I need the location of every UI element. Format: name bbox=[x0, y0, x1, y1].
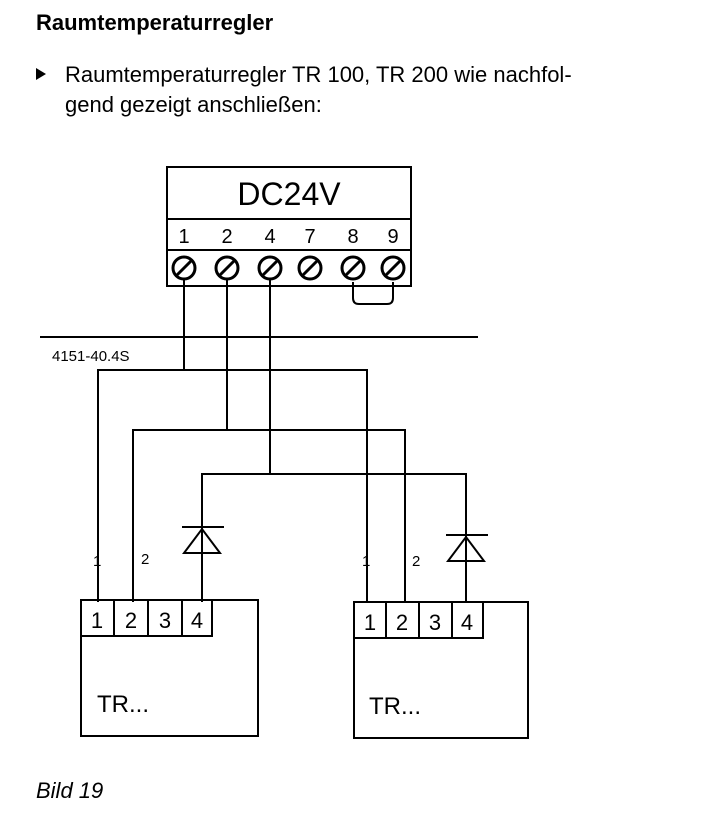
instruction-line-1: Raumtemperaturregler TR 100, TR 200 wie … bbox=[65, 62, 572, 87]
screw-terminal-4-icon bbox=[257, 255, 283, 281]
wire-number-1-tr1: 1 bbox=[93, 553, 101, 570]
wire-terminal-1-to-tr1 bbox=[97, 280, 185, 602]
instruction-text: Raumtemperaturregler TR 100, TR 200 wie … bbox=[65, 60, 680, 120]
diode-2-icon bbox=[446, 535, 486, 562]
figure-caption: Bild 19 bbox=[36, 778, 104, 803]
screw-terminal-1-icon bbox=[171, 255, 197, 281]
bullet-arrow-icon bbox=[36, 68, 46, 80]
supply-terminal-label: 4 bbox=[264, 226, 275, 248]
screw-terminal-8-icon bbox=[340, 255, 366, 281]
screw-terminals bbox=[171, 255, 406, 281]
instruction-line-2: gend gezeigt anschließen: bbox=[65, 92, 322, 117]
thermostat-1-terminal-label: 2 bbox=[125, 608, 137, 633]
supply-unit-box bbox=[166, 166, 412, 287]
diode-1-icon bbox=[182, 527, 222, 554]
wire-number-2-tr2: 2 bbox=[412, 553, 420, 570]
thermostat-2-terminal-label: 3 bbox=[429, 610, 441, 635]
thermostat-1-terminal-label: 3 bbox=[159, 608, 171, 633]
wire-number-2-tr1: 2 bbox=[141, 551, 149, 568]
supply-terminal-label: 9 bbox=[387, 226, 398, 248]
thermostat-2-terminal-label: 1 bbox=[364, 610, 376, 635]
screw-terminal-9-icon bbox=[380, 255, 406, 281]
cable-type-label: 4151-40.4S bbox=[52, 348, 130, 365]
thermostat-1-terminal-strip bbox=[80, 599, 213, 637]
thermostat-1-terminal-label: 4 bbox=[191, 608, 203, 633]
wire-number-1-tr2: 1 bbox=[362, 553, 370, 570]
supply-terminal-label: 7 bbox=[304, 226, 315, 248]
wire-terminal-1-to-tr2 bbox=[184, 369, 368, 602]
wire-terminal-4-to-tr2 bbox=[270, 473, 467, 602]
screw-terminal-2-icon bbox=[214, 255, 240, 281]
wire-terminal-4-to-tr1 bbox=[201, 280, 271, 602]
wire-terminal-2-to-tr1 bbox=[132, 280, 228, 602]
supply-terminal-label: 8 bbox=[347, 226, 358, 248]
thermostat-2-terminal-label: 4 bbox=[461, 610, 473, 635]
supply-voltage-label: DC24V bbox=[237, 176, 341, 212]
supply-terminal-label: 2 bbox=[221, 226, 232, 248]
wire-terminal-2-to-tr2 bbox=[227, 429, 406, 602]
screw-terminal-7-icon bbox=[297, 255, 323, 281]
thermostat-1-terminal-label: 1 bbox=[91, 608, 103, 633]
section-heading: Raumtemperaturregler bbox=[36, 10, 274, 35]
thermostat-2-label: TR... bbox=[369, 693, 421, 720]
thermostat-1-label: TR... bbox=[97, 691, 149, 718]
supply-terminal-label: 1 bbox=[178, 226, 189, 248]
thermostat-2-terminal-label: 2 bbox=[396, 610, 408, 635]
jumper-8-9 bbox=[352, 282, 394, 305]
